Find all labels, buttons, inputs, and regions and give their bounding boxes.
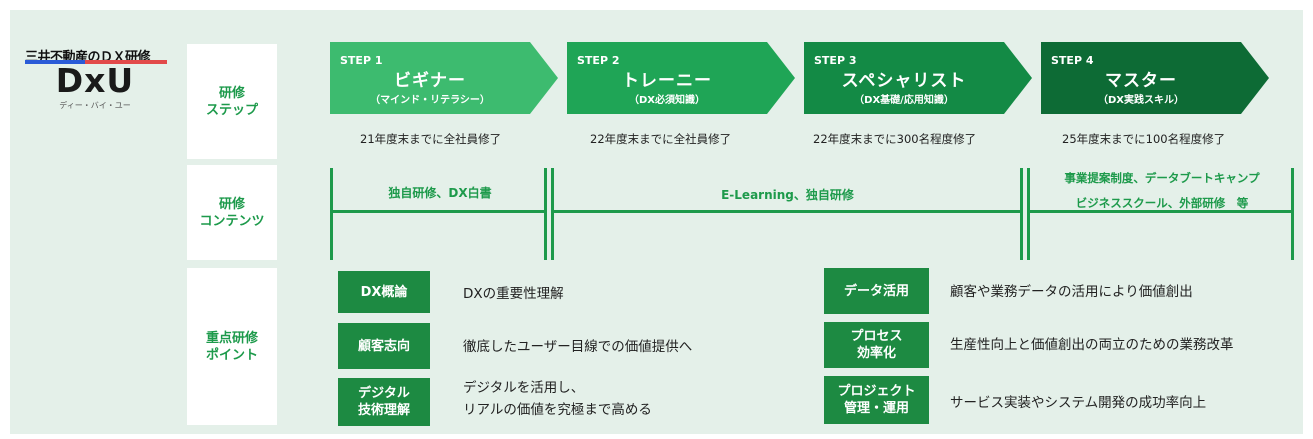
timeline-bar (1029, 210, 1293, 213)
timeline-tick (544, 168, 547, 260)
point-desc-project: サービス実装やシステム開発の成功率向上 (950, 395, 1207, 411)
point-label-customer: 顧客志向 (338, 323, 430, 369)
step-1-chevron: STEP 1 ビギナー （マインド・リテラシー） (330, 42, 560, 114)
step-2-chevron: STEP 2 トレーニー （DX必須知識） (567, 42, 797, 114)
contents-step4: 事業提案制度、データブートキャンプ ビジネススクール、外部研修 等 (1064, 171, 1260, 210)
chevron-shape (1041, 42, 1269, 114)
row-label-points: 重点研修 ポイント (187, 268, 277, 425)
step-title: ビギナー (394, 71, 466, 91)
logo-dxu: DxU (55, 61, 135, 100)
logo-color-bars (25, 60, 167, 64)
step-number: STEP 1 (340, 54, 383, 67)
row-label-steps: 研修 ステップ (187, 44, 277, 159)
step-subtitle: （DX実践スキル） (1097, 95, 1184, 106)
step-title: トレーニー (622, 71, 712, 91)
point-label-project: プロジェクト 管理・運用 (824, 376, 929, 424)
point-label-dx-overview: DX概論 (338, 271, 430, 313)
step-number: STEP 2 (577, 54, 620, 67)
step-4-chevron: STEP 4 マスター （DX実践スキル） (1041, 42, 1271, 114)
step-4-goal: 25年度末までに100名程度修了 (1062, 132, 1226, 146)
timeline-bar (553, 210, 1022, 213)
logo-reading: ディー・バイ・ユー (59, 101, 131, 110)
point-label-process: プロセス 効率化 (824, 322, 929, 368)
timeline-tick (1291, 168, 1294, 260)
point-label-digital-tech: デジタル 技術理解 (338, 378, 430, 426)
point-desc-dx-overview: DXの重要性理解 (463, 286, 564, 302)
point-desc-digital-tech: デジタルを活用し、 リアルの価値を究極まで高める (463, 380, 652, 418)
timeline-tick (551, 168, 554, 260)
contents-step2-3: E-Learning、独自研修 (721, 188, 854, 202)
step-1-goal: 21年度末までに全社員修了 (360, 132, 502, 146)
step-subtitle: （DX必須知識） (628, 95, 705, 106)
step-subtitle: （DX基礎/応用知識） (854, 95, 954, 106)
step-title: スペシャリスト (841, 71, 967, 91)
point-desc-process: 生産性向上と価値創出の両立のための業務改革 (950, 337, 1234, 353)
contents-step1: 独自研修、DX白書 (388, 186, 492, 200)
chevron-shape (804, 42, 1032, 114)
point-desc-data: 顧客や業務データの活用により価値創出 (950, 284, 1193, 300)
point-label-data: データ活用 (824, 268, 929, 314)
step-title: マスター (1105, 71, 1177, 91)
timeline-bar (330, 210, 545, 213)
timeline-tick (1020, 168, 1023, 260)
timeline-tick (1027, 168, 1030, 260)
step-number: STEP 4 (1051, 54, 1094, 67)
point-desc-customer: 徹底したユーザー目線での価値提供へ (463, 339, 693, 355)
chevron-shape (567, 42, 795, 114)
chevron-shape (330, 42, 558, 114)
step-subtitle: （マインド・リテラシー） (370, 95, 490, 106)
step-2-goal: 22年度末までに全社員修了 (590, 132, 732, 146)
step-number: STEP 3 (814, 54, 857, 67)
row-label-contents: 研修 コンテンツ (187, 165, 277, 260)
timeline-tick (330, 168, 333, 260)
step-3-chevron: STEP 3 スペシャリスト （DX基礎/応用知識） (804, 42, 1034, 114)
step-3-goal: 22年度末までに300名程度修了 (813, 132, 977, 146)
